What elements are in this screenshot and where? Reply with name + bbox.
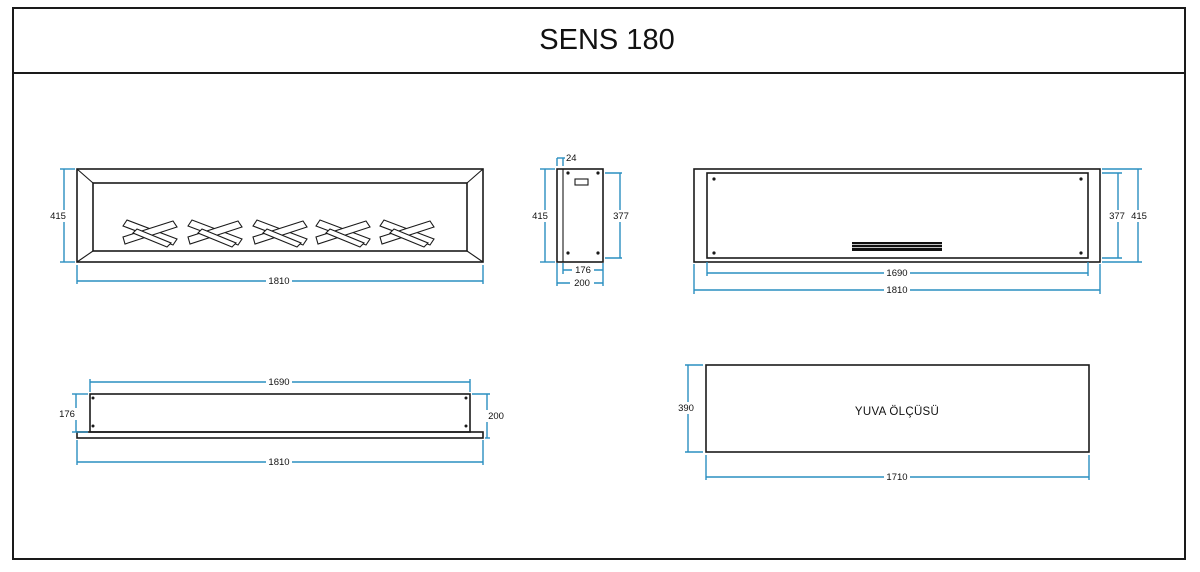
niche-outline <box>705 364 1090 453</box>
log <box>379 220 435 245</box>
front-height-label: 415 <box>50 211 66 222</box>
top-outer-width-label: 1810 <box>268 457 289 468</box>
back-inner-width-label: 1690 <box>886 268 907 279</box>
front-width-label: 1810 <box>268 276 289 287</box>
back-vent-slot <box>852 242 942 251</box>
back-outer-width-label: 1810 <box>886 285 907 296</box>
log-bundle <box>379 219 435 248</box>
log <box>197 228 237 248</box>
back-inner-height-label: 377 <box>1109 211 1125 222</box>
top-base-plate <box>76 431 484 439</box>
log <box>187 220 243 245</box>
front-view: 415 1810 <box>48 168 484 287</box>
page-title: SENS 180 <box>539 24 675 56</box>
niche-width-label: 1710 <box>886 472 907 483</box>
side-body <box>556 168 604 263</box>
log-bundle <box>315 219 371 248</box>
side-outer-depth-label: 200 <box>574 278 590 289</box>
back-view: 1690 1810 377 415 <box>693 168 1150 296</box>
log <box>262 228 302 248</box>
top-inner-depth-label: 176 <box>59 409 75 420</box>
back-frame-inner <box>706 172 1089 259</box>
log <box>252 220 308 245</box>
niche-view: YUVA ÖLÇÜSÜ 390 1710 <box>675 364 1090 483</box>
back-frame-outer <box>693 168 1101 263</box>
log <box>122 220 178 245</box>
front-frame-inner <box>92 182 468 252</box>
side-slot <box>574 178 589 186</box>
side-offset-label: 24 <box>566 153 577 164</box>
drawing-area <box>12 72 1186 560</box>
back-outer-height-label: 415 <box>1131 211 1147 222</box>
side-view: 24 415 377 176 200 <box>530 153 633 289</box>
niche-label: YUVA ÖLÇÜSÜ <box>855 406 939 418</box>
log <box>132 228 172 248</box>
top-outer-depth-label: 200 <box>488 411 504 422</box>
top-inner-width-label: 1690 <box>268 377 289 388</box>
log-set <box>122 219 435 248</box>
log-bundle <box>122 219 178 248</box>
side-inner-height-label: 377 <box>613 211 629 222</box>
log <box>315 220 371 245</box>
side-outer-height-label: 415 <box>532 211 548 222</box>
top-body <box>89 393 471 433</box>
niche-height-label: 390 <box>678 403 694 414</box>
side-inner-depth-label: 176 <box>575 265 591 276</box>
log-bundle <box>252 219 308 248</box>
top-view: 1690 1810 176 200 <box>56 376 508 468</box>
log <box>325 228 365 248</box>
log <box>389 228 429 248</box>
log-bundle <box>187 219 243 248</box>
front-frame-outer <box>76 168 484 263</box>
